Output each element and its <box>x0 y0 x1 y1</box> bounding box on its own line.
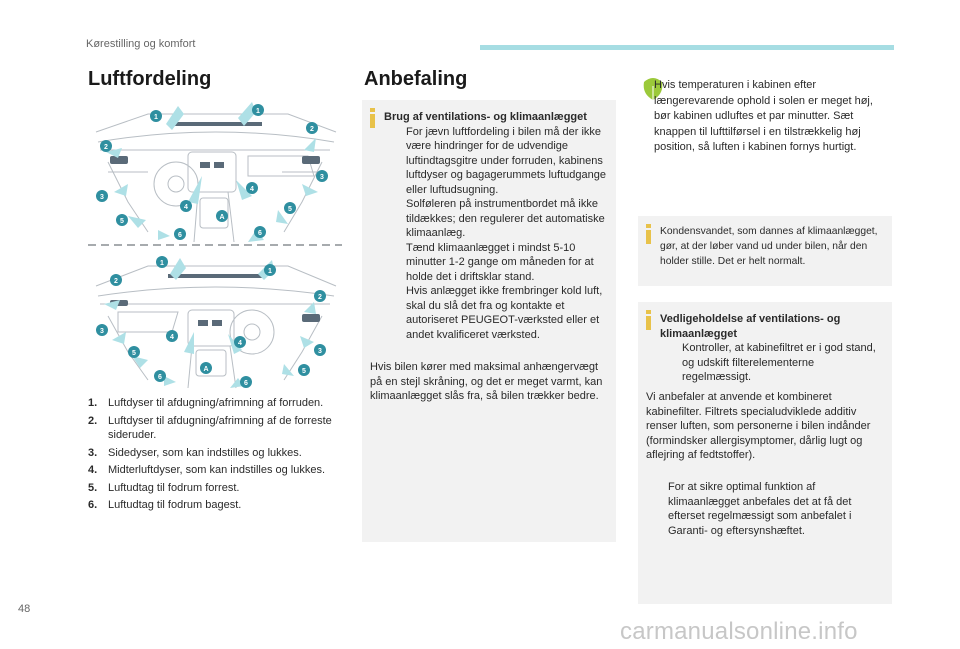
callout-6b: 6 <box>258 230 262 237</box>
maintenance-text: Vi anbefaler at anvende et kombineret ka… <box>646 391 871 461</box>
maintenance-title: Vedligeholdelse af ventilations- og klim… <box>660 313 841 340</box>
bullet-marker <box>384 197 406 241</box>
bullet-item: For at sikre optimal funktion af klimaan… <box>646 480 886 538</box>
callout-2b: 2 <box>310 126 314 133</box>
condensation-note: Kondensvandet, som dannes af klimaanlægg… <box>638 216 892 286</box>
callout-a-bottom: A <box>203 366 208 373</box>
bullet-text: Tænd klimaanlægget i mindst 5-10 minutte… <box>406 241 594 283</box>
callout-3c: 3 <box>100 328 104 335</box>
bullet-marker <box>384 284 406 342</box>
legend-item: 6. Luftudtag til fodrum bagest. <box>88 498 338 513</box>
callout-1b: 1 <box>256 108 260 115</box>
header-accent-bar <box>480 45 894 50</box>
box-title: Brug af ventilations- og klimaanlægget <box>384 111 587 123</box>
callout-2c: 2 <box>114 278 118 285</box>
callout-6d: 6 <box>244 380 248 387</box>
info-icon <box>646 224 651 244</box>
page-title-luftfordeling: Luftfordeling <box>88 68 212 90</box>
callout-2a: 2 <box>104 144 108 151</box>
bullet-text: Kontroller, at kabinefiltret er i god st… <box>682 342 876 383</box>
bullet-item: Solføleren på instrumentbordet må ikke t… <box>384 197 610 241</box>
legend-item: 5. Luftudtag til fodrum forrest. <box>88 481 338 496</box>
legend-num: 2. <box>88 414 98 427</box>
closing-text: Hvis bilen kører med maksimal anhængervæ… <box>370 361 603 402</box>
diagram-divider <box>88 244 342 246</box>
maintenance-box: Vedligeholdelse af ventilations- og klim… <box>638 302 892 604</box>
legend-num: 5. <box>88 481 98 494</box>
info-icon <box>646 310 651 330</box>
callout-a-top: A <box>219 214 224 221</box>
legend-list: 1. Luftdyser til afdugning/afrimning af f… <box>88 396 338 516</box>
bullet-text: For jævn luftfordeling i bilen må der ik… <box>406 125 606 196</box>
callout-1d: 1 <box>268 268 272 275</box>
callout-4c: 4 <box>170 334 174 341</box>
callout-4b: 4 <box>250 186 254 193</box>
legend-num: 1. <box>88 397 98 409</box>
legend-text: Sidedyser, som kan indstilles og lukkes. <box>108 446 302 459</box>
legend-text: Luftdyser til afdugning/afrimning af de … <box>108 414 332 442</box>
dashboard-illustration-lhd: 1 1 2 2 3 3 4 4 5 5 6 6 A <box>88 252 342 392</box>
legend-text: Luftdyser til afdugning/afrimning af for… <box>108 397 324 409</box>
legend-num: 3. <box>88 446 98 459</box>
legend-num: 6. <box>88 499 98 511</box>
callout-4d: 4 <box>238 340 242 347</box>
recommendation-box: Brug af ventilations- og klimaanlægget F… <box>362 100 616 542</box>
callout-5c: 5 <box>132 350 136 357</box>
eco-tip-text: Hvis temperaturen i kabinen efter længer… <box>654 79 873 153</box>
legend-item: 4. Midterluftdyser, som kan indstilles og… <box>88 463 338 478</box>
info-icon <box>370 108 375 128</box>
bullet-marker <box>660 341 682 385</box>
callout-5a: 5 <box>120 218 124 225</box>
callout-6c: 6 <box>158 374 162 381</box>
legend-num: 4. <box>88 464 98 476</box>
callout-3b: 3 <box>320 174 324 181</box>
callout-3d: 3 <box>318 348 322 355</box>
watermark: carmanualsonline.info <box>620 618 858 645</box>
bullet-item: For jævn luftfordeling i bilen må der ik… <box>384 125 610 198</box>
legend-item: 1. Luftdyser til afdugning/afrimning af f… <box>88 396 338 411</box>
callout-1c: 1 <box>160 260 164 267</box>
bullet-item: Kontroller, at kabinefiltret er i god st… <box>660 341 886 385</box>
callout-2d: 2 <box>318 294 322 301</box>
legend-item: 2. Luftdyser til afdugning/afrimning af d… <box>88 414 338 443</box>
callout-4a: 4 <box>184 204 188 211</box>
callout-3a: 3 <box>100 194 104 201</box>
legend-item: 3. Sidedyser, som kan indstilles og lukke… <box>88 446 338 461</box>
bullet-marker <box>384 241 406 285</box>
callout-1a: 1 <box>154 114 158 121</box>
bullet-text: Hvis anlægget ikke frembringer kold luft… <box>406 285 603 341</box>
page-title-anbefaling: Anbefaling <box>364 68 468 90</box>
bullet-text: Solføleren på instrumentbordet må ikke t… <box>406 198 605 239</box>
page-number: 48 <box>18 603 31 615</box>
callout-6a: 6 <box>178 232 182 239</box>
bullet-marker <box>384 125 406 198</box>
bullet-text: For at sikre optimal funktion af klimaan… <box>668 481 852 537</box>
condensation-text: Kondensvandet, som dannes af klimaanlægg… <box>660 226 878 267</box>
legend-text: Luftudtag til fodrum bagest. <box>108 499 242 511</box>
bullet-marker <box>646 480 668 538</box>
legend-text: Midterluftdyser, som kan indstilles og l… <box>108 464 326 476</box>
bullet-item: Tænd klimaanlægget i mindst 5-10 minutte… <box>384 241 610 285</box>
dashboard-illustration-rhd: 1 1 2 2 3 3 4 4 5 5 6 6 A <box>88 92 342 250</box>
callout-5b: 5 <box>288 206 292 213</box>
callout-5d: 5 <box>302 368 306 375</box>
eco-leaf-icon <box>643 78 663 100</box>
legend-text: Luftudtag til fodrum forrest. <box>108 481 240 494</box>
eco-tip-panel: Hvis temperaturen i kabinen efter længer… <box>638 70 892 200</box>
bullet-item: Hvis anlægget ikke frembringer kold luft… <box>384 284 610 342</box>
section-header: Kørestilling og komfort <box>86 38 196 50</box>
